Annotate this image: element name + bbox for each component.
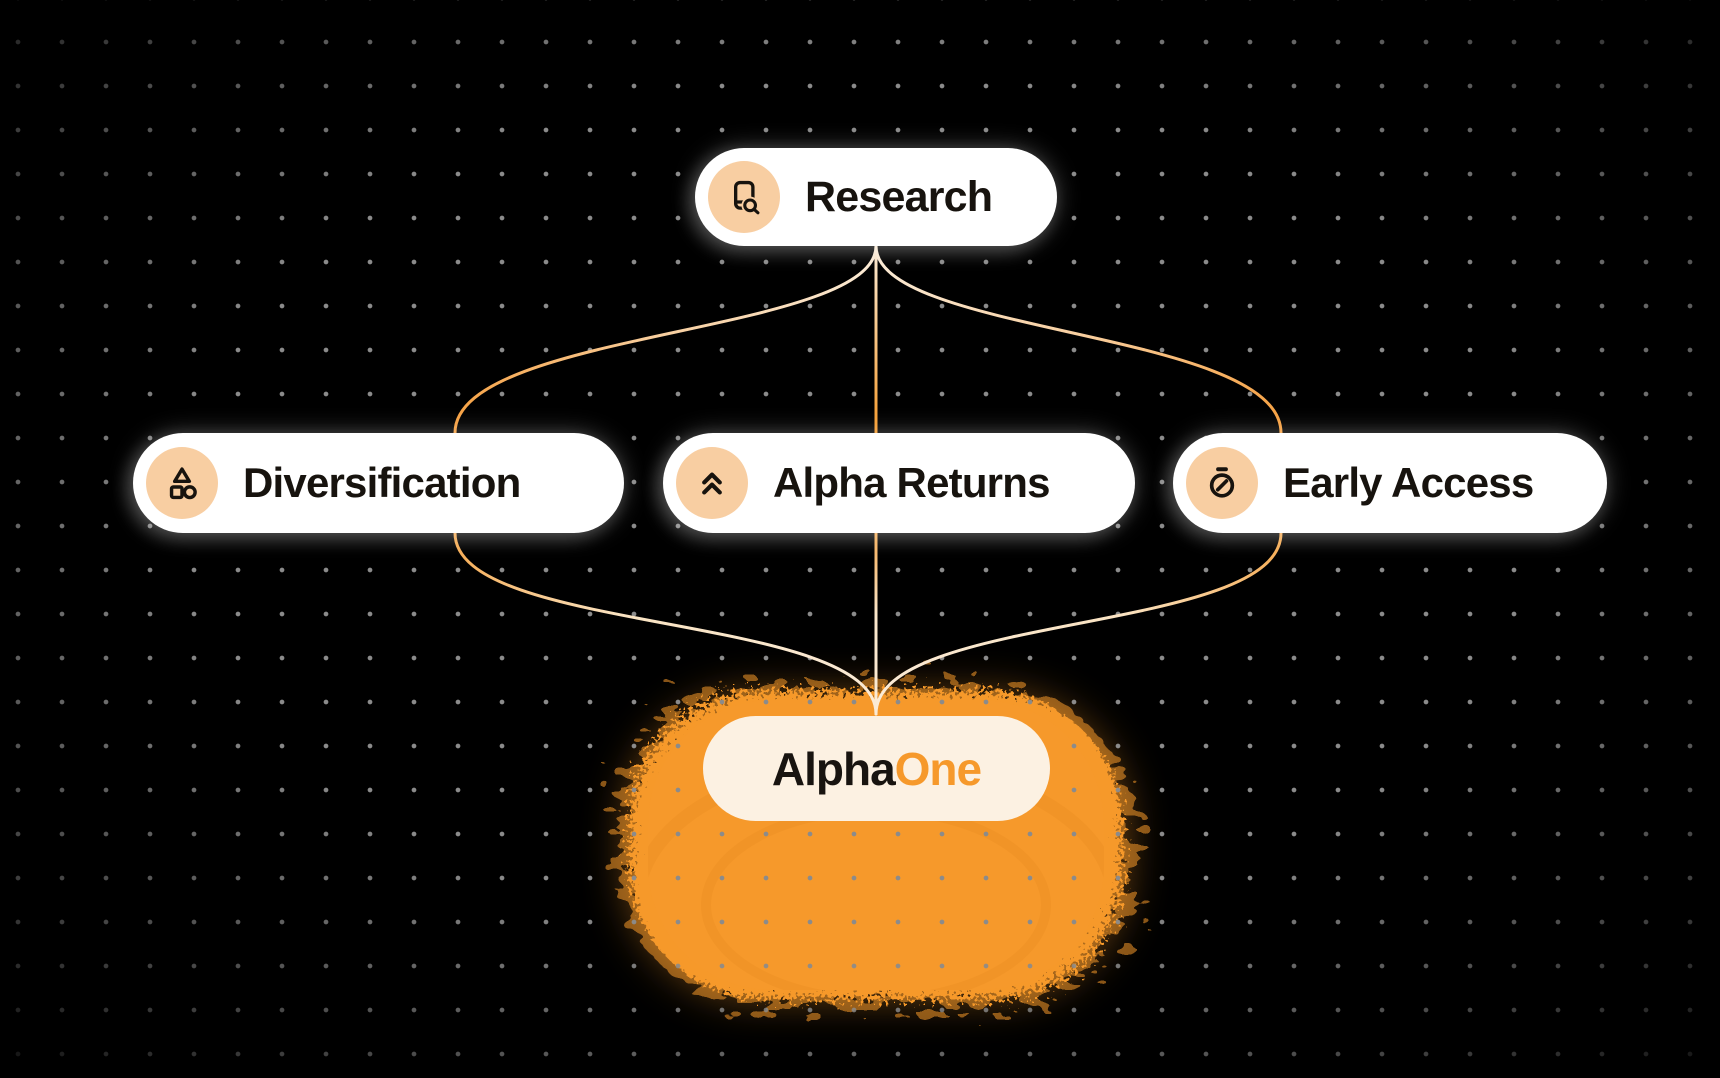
alphaone-wordmark-accent: One	[894, 742, 982, 795]
node-research: Research	[695, 148, 1057, 246]
node-alpha-returns-label: Alpha Returns	[773, 459, 1050, 506]
alphaone-wordmark-primary: Alpha	[771, 742, 896, 795]
node-early-access: Early Access	[1173, 433, 1607, 533]
early-access-icon-circle	[1186, 447, 1258, 519]
node-research-label: Research	[805, 172, 993, 221]
double-chevron-up-icon	[702, 472, 722, 495]
node-early-access-label: Early Access	[1283, 459, 1534, 506]
node-alphaone: AlphaOne	[703, 716, 1050, 821]
diversification-icon-circle	[146, 447, 218, 519]
stopwatch-icon	[1209, 467, 1235, 498]
alphaone-wordmark: AlphaOne	[771, 742, 982, 796]
node-diversification-label: Diversification	[243, 459, 521, 506]
shapes-icon	[169, 467, 197, 500]
alpha-returns-icon-circle	[676, 447, 748, 519]
node-alpha-returns: Alpha Returns	[663, 433, 1135, 533]
node-diversification: Diversification	[133, 433, 624, 533]
document-search-icon	[734, 180, 760, 215]
research-icon-circle	[708, 161, 780, 233]
